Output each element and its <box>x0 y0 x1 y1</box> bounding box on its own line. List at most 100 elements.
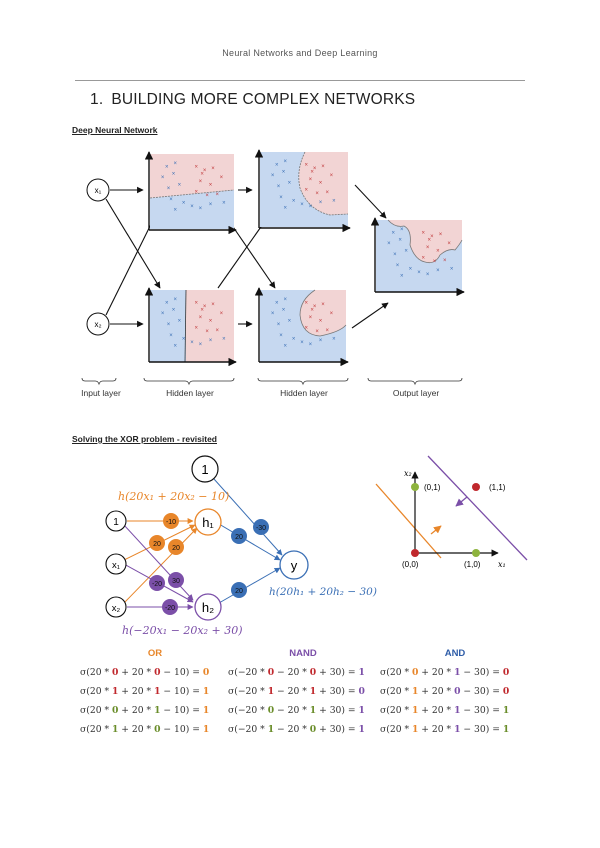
point-1-1 <box>472 483 480 491</box>
scatter-marker: × <box>190 204 194 210</box>
scatter-marker: × <box>310 170 314 176</box>
equation-pre: σ(20 * <box>380 667 412 678</box>
weight-h2-bias: 30 <box>168 572 184 588</box>
point-1-0-label: (1,0) <box>464 560 481 569</box>
scatter-marker: × <box>211 302 215 308</box>
node-x1-label: x₁ <box>112 560 120 571</box>
scatter-marker: × <box>387 241 391 247</box>
scatter-marker: × <box>190 340 194 346</box>
scatter-marker: × <box>433 259 437 265</box>
scatter-marker: × <box>167 186 171 192</box>
scatter-marker: × <box>161 311 165 317</box>
scatter-marker: × <box>215 192 219 198</box>
input-node-x2: x₂ <box>86 312 110 336</box>
equation-mid: − 20 * <box>274 705 310 716</box>
scatter-marker: × <box>173 208 177 214</box>
equation-pre: σ(20 * <box>380 724 412 735</box>
equation-post: + 30) = <box>316 705 359 716</box>
or-boundary-line <box>375 483 442 559</box>
scatter-marker: × <box>194 190 198 196</box>
scatter-marker: × <box>288 318 292 324</box>
equation-row: σ(20 * 0 + 20 * 0 − 10) = 0 <box>80 667 230 686</box>
equation-res: 1 <box>502 724 510 735</box>
equation-b: 1 <box>454 667 461 678</box>
equation-row: σ(−20 * 1 − 20 * 1 + 30) = 0 <box>228 686 378 705</box>
scatter-marker: × <box>271 311 275 317</box>
scatter-marker: × <box>194 300 198 306</box>
scatter-marker: × <box>391 230 395 236</box>
weight-h2-x2: -20 <box>162 599 178 615</box>
equation-b: 1 <box>454 705 461 716</box>
scatter-marker: × <box>169 333 173 339</box>
formula-h1: h(20x₁ + 20x₂ − 10) <box>118 490 229 503</box>
point-0-1 <box>411 483 419 491</box>
equation-mid: − 20 * <box>274 686 310 697</box>
equation-res: 1 <box>202 686 210 697</box>
point-1-1-label: (1,1) <box>489 483 506 492</box>
equation-a: 0 <box>411 667 419 678</box>
scatter-marker: × <box>279 333 283 339</box>
scatter-marker: × <box>417 270 421 276</box>
scatter-marker: × <box>215 328 219 334</box>
scatter-marker: × <box>309 315 313 321</box>
scatter-marker: × <box>315 329 319 335</box>
equation-a: 1 <box>111 686 119 697</box>
scatter-marker: × <box>165 300 169 306</box>
scatter-marker: × <box>436 248 440 254</box>
truth-table-nand-title: NAND <box>289 648 317 659</box>
label-hidden-layer-1: Hidden layer <box>166 388 214 398</box>
svg-text:20: 20 <box>235 588 243 595</box>
equation-b: 1 <box>454 724 461 735</box>
equation-row: σ(20 * 1 + 20 * 0 − 30) = 0 <box>380 686 530 705</box>
scatter-marker: × <box>172 308 176 314</box>
equation-res: 1 <box>502 705 510 716</box>
scatter-marker: × <box>292 336 296 342</box>
scatter-marker: × <box>319 200 323 206</box>
equation-a: 0 <box>267 667 275 678</box>
scatter-marker: × <box>282 308 286 314</box>
scatter-marker: × <box>309 204 313 210</box>
scatter-marker: × <box>182 200 186 206</box>
scatter-marker: × <box>422 230 426 236</box>
plot-hidden2-top <box>254 149 351 233</box>
node-x1: x₁ <box>105 553 127 575</box>
scatter-marker: × <box>428 238 432 244</box>
weight-y-bias: -30 <box>253 519 269 535</box>
scatter-marker: × <box>199 342 203 348</box>
weight-h1-x1: 20 <box>149 535 165 551</box>
scatter-marker: × <box>436 268 440 274</box>
scatter-marker: × <box>283 344 287 350</box>
arrow-h2a-out <box>354 184 387 219</box>
scatter-marker: × <box>209 202 213 208</box>
equation-mid: − 20 * <box>274 724 310 735</box>
equation-mid: + 20 * <box>418 667 455 678</box>
equation-a: 0 <box>111 705 119 716</box>
svg-text:-20: -20 <box>152 581 162 588</box>
equation-mid: + 20 * <box>418 724 455 735</box>
scatter-marker: × <box>447 241 451 247</box>
scatter-marker: × <box>292 198 296 204</box>
plot-hidden2-bottom <box>254 287 349 367</box>
svg-text:30: 30 <box>172 578 180 585</box>
formula-y: h(20h₁ + 20h₂ − 30) <box>269 586 377 598</box>
label-input-layer: Input layer <box>81 388 121 398</box>
scatter-marker: × <box>275 300 279 306</box>
scatter-marker: × <box>209 182 213 188</box>
equation-post: + 30) = <box>316 667 359 678</box>
equation-post: + 30) = <box>316 686 359 697</box>
scatter-marker: × <box>321 302 325 308</box>
section-number: 1. <box>90 91 104 108</box>
scatter-marker: × <box>300 202 304 208</box>
scatter-marker: × <box>450 266 454 272</box>
scatter-marker: × <box>309 342 313 348</box>
node-bias-in-label: 1 <box>113 517 119 528</box>
equation-post: − 30) = <box>460 686 503 697</box>
equation-pre: σ(−20 * <box>228 686 268 697</box>
scatter-marker: × <box>169 197 173 203</box>
equation-mid: + 20 * <box>118 686 155 697</box>
equation-pre: σ(−20 * <box>228 667 268 678</box>
equation-row: σ(20 * 1 + 20 * 1 − 30) = 1 <box>380 724 530 743</box>
scatter-marker: × <box>271 173 275 179</box>
